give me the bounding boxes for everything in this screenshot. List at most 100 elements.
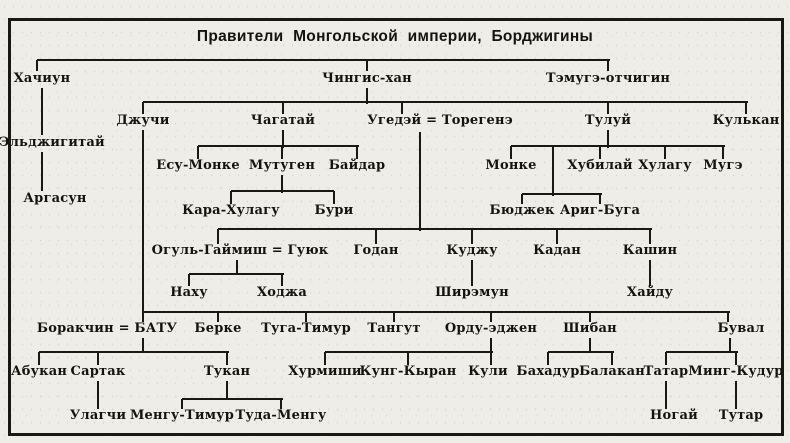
connector-line xyxy=(366,60,368,71)
connector-line xyxy=(735,381,737,409)
connector-line xyxy=(607,102,609,114)
person-label: Ширэмун xyxy=(435,285,509,300)
person-label: Бури xyxy=(314,203,354,218)
connector-line xyxy=(282,130,284,148)
connector-line xyxy=(490,312,492,322)
connector-line xyxy=(188,274,190,286)
connector-line xyxy=(181,399,183,409)
connector-line xyxy=(552,146,554,196)
connector-line xyxy=(611,352,613,365)
connector-line xyxy=(722,146,724,159)
person-label: Тулуй xyxy=(584,113,632,128)
person-label: Улагчи xyxy=(69,408,127,423)
connector-line xyxy=(142,312,144,322)
person-label: Угедэй = Торегенэ xyxy=(367,113,513,128)
person-label: Кашин xyxy=(622,243,678,258)
person-label: Мутуген xyxy=(248,158,316,173)
connector-line xyxy=(142,338,144,353)
connector-line xyxy=(282,102,284,114)
connector-line xyxy=(226,352,228,365)
connector-line xyxy=(649,260,651,286)
connector-line xyxy=(41,152,43,191)
person-label: Хулагу xyxy=(638,158,692,173)
connector-line xyxy=(649,229,651,244)
person-label: Наху xyxy=(170,285,208,300)
person-label: Туда-Менгу xyxy=(235,408,327,423)
person-label: Хурмиши xyxy=(288,364,362,379)
person-label: Туга-Тимур xyxy=(261,321,351,336)
connector-line xyxy=(230,191,232,204)
connector-line xyxy=(143,311,730,313)
connector-line xyxy=(182,398,283,400)
connector-line xyxy=(37,59,610,61)
connector-line xyxy=(556,229,558,244)
connector-line xyxy=(41,88,43,135)
person-label: Кара-Хулагу xyxy=(182,203,280,218)
person-label: Хубилай xyxy=(567,158,633,173)
connector-line xyxy=(664,146,666,159)
person-label: Монке xyxy=(485,158,537,173)
connector-line xyxy=(324,352,326,365)
connector-line xyxy=(97,381,99,409)
connector-line xyxy=(589,312,591,322)
connector-line xyxy=(665,381,667,409)
person-label: Менгу-Тимур xyxy=(129,408,235,423)
connector-line xyxy=(407,352,409,365)
person-label: Тутар xyxy=(718,408,764,423)
person-label: Минг-Кудур xyxy=(688,364,784,379)
connector-line xyxy=(727,312,729,322)
connector-line xyxy=(281,175,283,193)
connector-line xyxy=(548,351,614,353)
connector-line xyxy=(38,352,40,365)
person-label: Абукан xyxy=(10,364,68,379)
connector-line xyxy=(217,312,219,322)
person-label: Хайду xyxy=(626,285,674,300)
connector-line xyxy=(333,191,335,204)
person-label: Байдар xyxy=(328,158,386,173)
connector-line xyxy=(666,351,738,353)
connector-line xyxy=(607,130,609,148)
person-label: Ходжа xyxy=(257,285,307,300)
connector-line xyxy=(735,352,737,365)
person-label: Бахадур xyxy=(516,364,580,379)
connector-line xyxy=(511,145,725,147)
person-label: Аргасун xyxy=(23,191,87,206)
connector-line xyxy=(280,399,282,409)
person-label: Берке xyxy=(194,321,242,336)
person-label: Орду-эджен xyxy=(444,321,538,336)
person-label: Боракчин = БАТУ xyxy=(36,321,178,336)
connector-line xyxy=(305,312,307,322)
person-label: Шибан xyxy=(563,321,617,336)
connector-line xyxy=(521,194,523,204)
person-label: Сартак xyxy=(70,364,126,379)
person-label: Кулькан xyxy=(712,113,780,128)
person-label: Тукан xyxy=(203,364,251,379)
connector-line xyxy=(522,193,602,195)
person-label: Тэмугэ-отчигин xyxy=(545,71,671,86)
connector-line xyxy=(36,60,38,71)
connector-line xyxy=(547,352,549,365)
connector-line xyxy=(226,381,228,400)
connector-line xyxy=(142,102,144,114)
connector-line xyxy=(589,338,591,353)
person-label: Джучи xyxy=(116,113,170,128)
connector-line xyxy=(510,146,512,159)
connector-line xyxy=(281,274,283,286)
connector-line xyxy=(393,312,395,322)
connector-line xyxy=(325,351,493,353)
person-label: Татар xyxy=(643,364,689,379)
person-label: Огуль-Гаймиш = Гуюк xyxy=(151,243,329,258)
connector-line xyxy=(599,194,601,204)
connector-line xyxy=(607,60,609,71)
person-label: Ариг-Буга xyxy=(559,203,641,218)
connector-line xyxy=(143,101,748,103)
connector-line xyxy=(198,145,359,147)
connector-line xyxy=(142,130,144,314)
person-label: Мугэ xyxy=(703,158,743,173)
person-label: Ногай xyxy=(650,408,698,423)
connector-line xyxy=(356,146,358,159)
person-label: Годан xyxy=(353,243,399,258)
connector-line xyxy=(39,351,229,353)
connector-line xyxy=(745,102,747,114)
